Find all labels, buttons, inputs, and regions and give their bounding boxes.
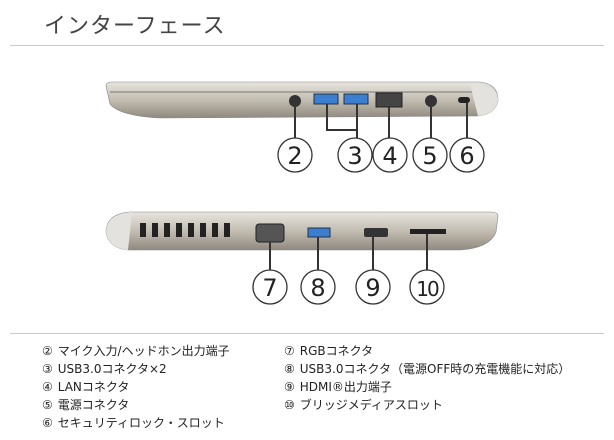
legend-item: ⑧ USB3.0コネクタ（電源OFF時の充電機能に対応） (284, 360, 570, 378)
power-jack (425, 95, 437, 107)
legend-item: ⑥ セキュリティロック・スロット (42, 414, 230, 432)
legend-label: LANコネクタ (57, 380, 130, 394)
right-side-callouts (277, 137, 485, 173)
legend-item: ④ LANコネクタ (42, 378, 230, 396)
legend-number: ⑧ (284, 362, 295, 376)
legend-number: ⑨ (284, 380, 295, 394)
legend-label: ブリッジメディアスロット (299, 398, 443, 412)
legend-item: ⑨ HDMI®出力端子 (284, 378, 570, 396)
legend-divider (10, 333, 604, 334)
lan-port (375, 92, 403, 108)
legend-label: マイク入力/ヘッドホン出力端子 (57, 344, 230, 358)
vent-grille (140, 223, 230, 237)
legend-label: USB3.0コネクタ×2 (57, 362, 167, 376)
legend-label: 電源コネクタ (57, 398, 130, 412)
left-side-callouts (252, 269, 445, 305)
legend-label: セキュリティロック・スロット (57, 416, 225, 430)
legend-label: HDMI®出力端子 (299, 380, 392, 394)
legend-number: ⑩ (284, 398, 295, 412)
legend-number: ② (42, 344, 53, 358)
legend-item: ② マイク入力/ヘッドホン出力端子 (42, 342, 230, 360)
legend-number: ⑥ (42, 416, 53, 430)
legend-number: ⑦ (284, 344, 295, 358)
legend-label: USB3.0コネクタ（電源OFF時の充電機能に対応） (299, 362, 571, 376)
callout-2: 2 (287, 142, 302, 170)
audio-jack (289, 95, 301, 107)
legend-number: ③ (42, 362, 53, 376)
legend-item: ⑤ 電源コネクタ (42, 396, 230, 414)
laptop-diagram: 2 3 4 5 6 7 8 9 10 (105, 81, 499, 305)
callout-4: 4 (382, 142, 397, 170)
legend-right: ⑦ RGBコネクタ ⑧ USB3.0コネクタ（電源OFF時の充電機能に対応） ⑨ HD… (284, 342, 570, 414)
laptop-left-side (105, 211, 499, 270)
rgb-port (255, 223, 285, 243)
callout-9: 9 (365, 274, 380, 302)
hdmi-port (364, 228, 388, 237)
legend-item: ⑩ ブリッジメディアスロット (284, 396, 570, 414)
legend-label: RGBコネクタ (299, 344, 374, 358)
callout-10: 10 (416, 277, 439, 301)
legend-number: ④ (42, 380, 53, 394)
callout-8: 8 (310, 274, 325, 302)
usb-port (343, 93, 369, 105)
card-slot (410, 229, 446, 234)
laptop-right-side (105, 81, 499, 138)
callout-7: 7 (262, 274, 277, 302)
usb-port (307, 227, 331, 238)
legend-number: ⑤ (42, 398, 53, 412)
legend-item: ⑦ RGBコネクタ (284, 342, 570, 360)
page-title: インターフェース (44, 14, 226, 39)
security-slot (458, 97, 470, 103)
legend-item: ③ USB3.0コネクタ×2 (42, 360, 230, 378)
callout-6: 6 (459, 142, 474, 170)
usb-port (313, 93, 339, 105)
title-divider (10, 45, 604, 46)
callout-5: 5 (422, 142, 437, 170)
callout-3: 3 (347, 142, 362, 170)
